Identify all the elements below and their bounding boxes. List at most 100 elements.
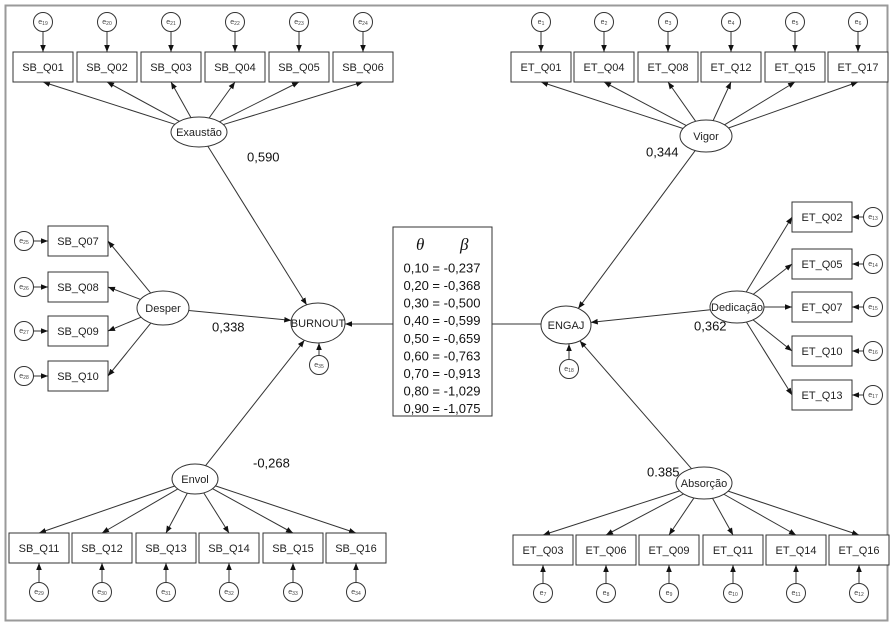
- error-circle: [33, 12, 53, 32]
- error-term-e10: e10: [723, 583, 743, 603]
- factor-desper: Desper: [136, 290, 190, 326]
- error-term-e31: e31: [156, 582, 176, 602]
- loading-arrow: [723, 493, 797, 536]
- indicator-box: [47, 315, 109, 347]
- loading-arrow: [603, 81, 687, 127]
- indicator-sb-q06: SB_Q06: [332, 51, 394, 83]
- error-circle: [289, 12, 309, 32]
- loading-arrow: [752, 319, 793, 352]
- error-circle: [14, 321, 34, 341]
- error-label: e15: [868, 304, 878, 312]
- error-label: e28: [19, 373, 29, 381]
- indicator-et-q10: ET_Q10: [791, 335, 853, 367]
- indicator-box: [573, 51, 635, 83]
- error-label: e7: [540, 590, 547, 598]
- indicator-et-q15: ET_Q15: [764, 51, 826, 83]
- error-circle: [659, 583, 679, 603]
- loading-arrow: [753, 263, 793, 295]
- indicator-label: ET_Q16: [839, 545, 880, 557]
- error-label: e5: [792, 19, 799, 27]
- indicator-sb-q07: SB_Q07: [47, 225, 109, 257]
- theta-header: θ: [416, 235, 424, 254]
- indicator-sb-q10: SB_Q10: [47, 360, 109, 392]
- indicator-box: [510, 51, 572, 83]
- indicator-label: ET_Q03: [523, 545, 564, 557]
- error-circle: [29, 582, 49, 602]
- error-circle: [283, 582, 303, 602]
- loading-arrow: [724, 81, 796, 126]
- indicator-et-q01: ET_Q01: [510, 51, 572, 83]
- indicator-sb-q01: SB_Q01: [12, 51, 74, 83]
- indicator-sb-q12: SB_Q12: [71, 532, 133, 564]
- error-label: e6: [855, 19, 862, 27]
- loading-arrow: [107, 240, 152, 294]
- latent-label: BURNOUT: [291, 318, 346, 330]
- error-circle: [97, 12, 117, 32]
- indicator-sb-q08: SB_Q08: [47, 271, 109, 303]
- indicator-box: [702, 534, 764, 566]
- error-circle: [92, 582, 112, 602]
- quantile-row: 0,30 = -0,500: [404, 296, 481, 311]
- error-circle: [353, 12, 373, 32]
- indicator-sb-q09: SB_Q09: [47, 315, 109, 347]
- loading-arrow: [107, 286, 141, 300]
- latent-ellipse: [675, 466, 733, 500]
- error-label: e22: [230, 19, 240, 27]
- indicator-et-q16: ET_Q16: [828, 534, 890, 566]
- error-label: e17: [868, 392, 878, 400]
- loading-arrow: [107, 316, 142, 332]
- indicator-box: [828, 534, 890, 566]
- coefficient-dedicacao: 0,362: [694, 318, 727, 333]
- error-circle: [848, 12, 868, 32]
- quantile-row: 0,50 = -0,659: [404, 331, 481, 346]
- indicator-box: [325, 532, 387, 564]
- indicator-label: SB_Q05: [278, 62, 320, 74]
- indicator-et-q13: ET_Q13: [791, 379, 853, 411]
- error-circle: [594, 12, 614, 32]
- loading-arrow: [745, 216, 793, 293]
- indicator-label: ET_Q12: [711, 62, 752, 74]
- error-circle: [863, 385, 883, 405]
- error-term-e29: e29: [29, 582, 49, 602]
- indicator-label: ET_Q05: [802, 259, 843, 271]
- indicator-label: ET_Q07: [802, 302, 843, 314]
- indicator-box: [791, 248, 853, 280]
- error-circle: [225, 12, 245, 32]
- error-term-e25: e25: [14, 231, 34, 251]
- coefficient-desper: 0,338: [212, 319, 245, 334]
- indicator-box: [765, 534, 827, 566]
- error-term-e3: e3: [658, 12, 678, 32]
- error-term-e24: e24: [353, 12, 373, 32]
- loading-arrow: [101, 488, 179, 534]
- coefficient-exaustao: 0,590: [247, 149, 280, 164]
- error-term-e4: e4: [721, 12, 741, 32]
- indicator-sb-q13: SB_Q13: [135, 532, 197, 564]
- error-term-e9: e9: [659, 583, 679, 603]
- outcome-burnout: BURNOUT: [290, 302, 346, 344]
- indicator-box: [791, 291, 853, 323]
- indicator-box: [12, 51, 74, 83]
- error-term-e14: e14: [863, 254, 883, 274]
- error-label: e24: [358, 19, 368, 27]
- latent-label: Dedicação: [711, 302, 763, 314]
- error-term-e21: e21: [161, 12, 181, 32]
- loading-arrow: [215, 485, 357, 534]
- loading-arrow: [542, 490, 680, 536]
- error-label: e26: [19, 284, 29, 292]
- error-term-e1: e1: [531, 12, 551, 32]
- quantile-row: 0,80 = -1,029: [404, 384, 481, 399]
- path-absorcao-to-engaj: [579, 340, 692, 470]
- loading-arrow: [712, 498, 734, 536]
- indicator-box: [140, 51, 202, 83]
- indicator-sb-q04: SB_Q04: [204, 51, 266, 83]
- indicator-label: SB_Q09: [57, 326, 99, 338]
- indicator-label: ET_Q15: [775, 62, 816, 74]
- error-term-e17: e17: [863, 385, 883, 405]
- error-term-e32: e32: [219, 582, 239, 602]
- error-circle: [156, 582, 176, 602]
- quantile-row: 0,20 = -0,368: [404, 278, 481, 293]
- latent-ellipse: [171, 463, 219, 495]
- beta-header: β: [459, 235, 469, 254]
- error-label: e30: [97, 589, 107, 597]
- error-term-e22: e22: [225, 12, 245, 32]
